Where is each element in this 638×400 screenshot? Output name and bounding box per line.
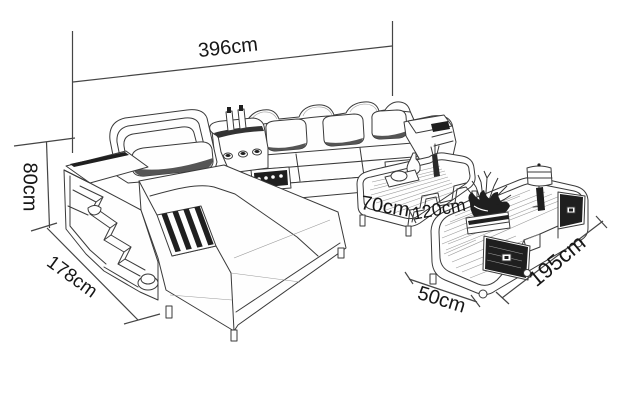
svg-text:80cm: 80cm: [19, 163, 41, 212]
